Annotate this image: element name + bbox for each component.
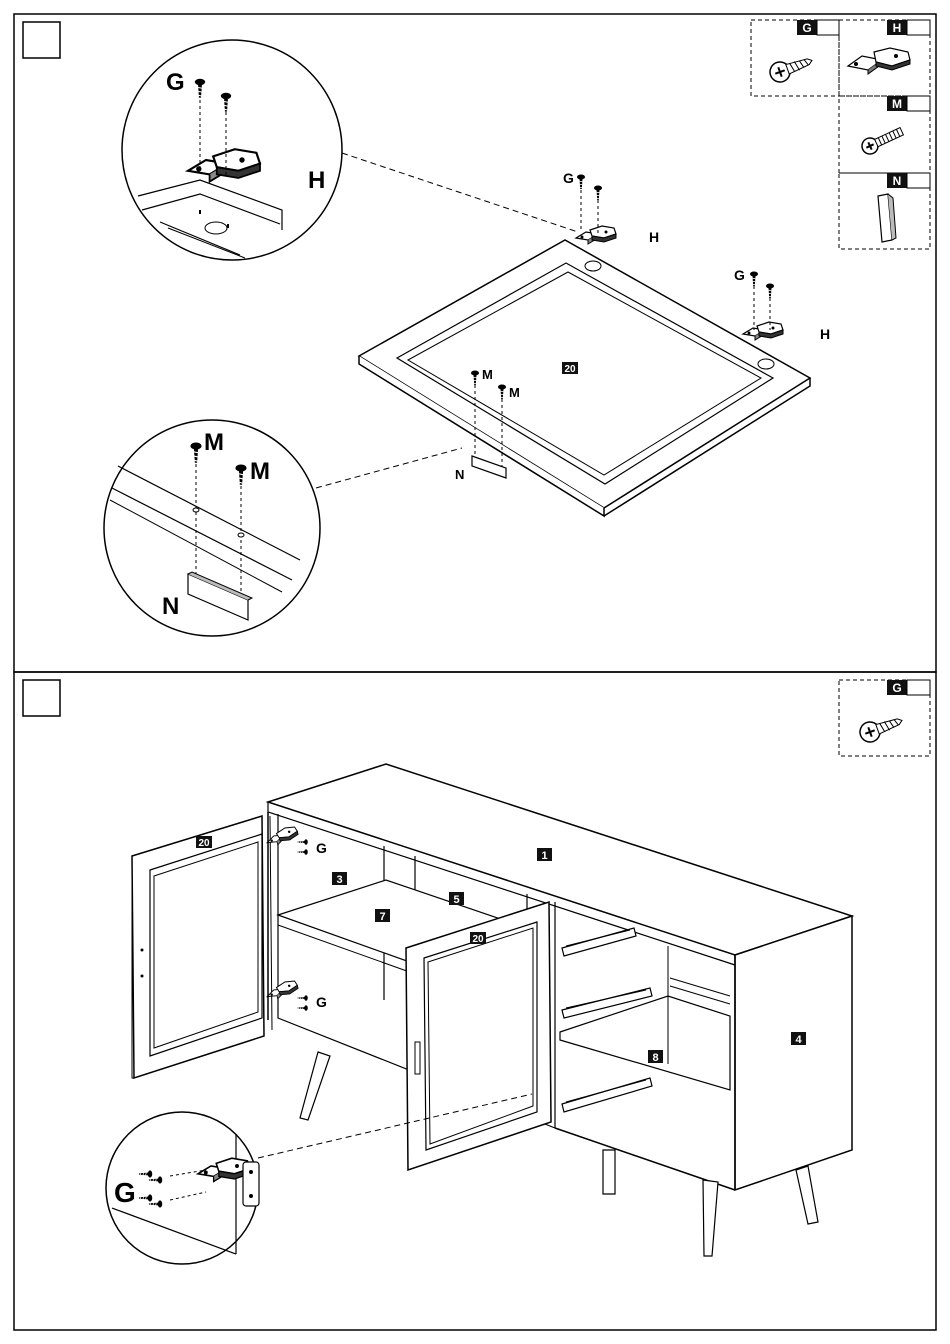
wood-screw-icon bbox=[767, 51, 815, 85]
step-number-box-2 bbox=[23, 680, 60, 716]
part-label-20a: 20 bbox=[198, 838, 210, 849]
part-label-3: 3 bbox=[336, 874, 342, 886]
label-g-top: G bbox=[563, 170, 574, 186]
label-g-hinge-top: G bbox=[316, 840, 327, 856]
hardware-legend-1: G H M N bbox=[751, 20, 930, 249]
legend-code-m: M bbox=[892, 97, 902, 111]
label-h-detail: H bbox=[308, 167, 325, 194]
detail-circle-handle: M M N bbox=[104, 420, 462, 636]
part-label-8: 8 bbox=[652, 1052, 658, 1064]
drawer-slides bbox=[562, 928, 652, 1112]
legend-code-g: G bbox=[802, 21, 811, 35]
legend-code-h: H bbox=[893, 21, 902, 35]
label-g-detail: G bbox=[166, 69, 185, 96]
step-number-box-1 bbox=[23, 22, 60, 58]
handle-strip-icon bbox=[878, 194, 896, 242]
part-label-20b: 20 bbox=[472, 934, 484, 945]
label-m-1: M bbox=[482, 367, 493, 382]
part-label-20: 20 bbox=[564, 364, 576, 375]
label-g-hinge-bottom: G bbox=[316, 994, 327, 1010]
hardware-legend-2: G bbox=[839, 680, 930, 756]
label-m-detail-1: M bbox=[204, 429, 224, 456]
label-h-top: H bbox=[649, 229, 659, 245]
part-label-5: 5 bbox=[453, 894, 459, 906]
legend-code-n: N bbox=[893, 174, 902, 188]
part-label-1: 1 bbox=[541, 850, 547, 862]
machine-screw-icon bbox=[859, 124, 905, 157]
label-m-2: M bbox=[509, 385, 520, 400]
cabinet-hinge-icon bbox=[848, 48, 910, 74]
wood-screw-icon bbox=[857, 711, 905, 745]
detail-circle-hinge: G H bbox=[122, 40, 578, 260]
label-n-detail: N bbox=[162, 593, 179, 620]
left-door-20: 20 bbox=[132, 816, 272, 1078]
label-g-right: G bbox=[734, 267, 745, 283]
label-h-right: H bbox=[820, 326, 830, 342]
center-door-20: 20 bbox=[406, 902, 551, 1170]
legend2-code-g: G bbox=[892, 681, 901, 695]
part-label-7: 7 bbox=[379, 911, 385, 923]
part-label-4: 4 bbox=[795, 1034, 802, 1046]
label-m-detail-2: M bbox=[250, 458, 270, 485]
cabinet-body bbox=[268, 764, 852, 1190]
label-g-detail-2: G bbox=[114, 1177, 136, 1208]
label-n-small: N bbox=[455, 467, 464, 482]
